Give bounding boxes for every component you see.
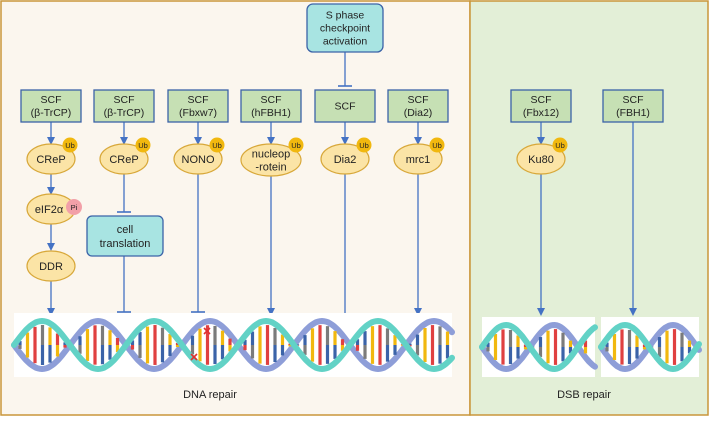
svg-text:Ub: Ub — [432, 141, 442, 150]
nodes: S phasecheckpointactivationSCF(β-TrCP)SC… — [20, 3, 664, 282]
dna-helix-main — [11, 313, 455, 377]
dsb-repair-label: DSB repair — [557, 389, 611, 401]
ubiquitin-tag: Ub — [429, 137, 445, 153]
dna-strand-b — [11, 317, 455, 373]
eif2a-node: eIF2α Pi — [26, 193, 82, 225]
scf-box-6: SCF(Dia2) — [387, 89, 449, 123]
dna-repair-label: DNA repair — [183, 389, 237, 401]
inhibit-checkpoint-to-scf — [338, 52, 352, 87]
substrate-3: NONO Ub — [173, 137, 225, 175]
substrate-4: nucleop-rotein Ub — [240, 137, 304, 177]
svg-text:Ub: Ub — [138, 141, 148, 150]
scf-box-text: (β-TrCP) — [31, 107, 72, 119]
cell-translation-text: cell — [117, 224, 134, 236]
scf-box-text: SCF — [41, 94, 62, 106]
cell-translation-text: translation — [100, 238, 151, 250]
scf-box-5: SCF — [314, 89, 376, 123]
checkpoint-text: checkpoint — [320, 23, 370, 35]
dna-strand-b — [479, 321, 598, 373]
dna-helix-dsb-left — [479, 317, 598, 377]
substrate-text: CReP — [36, 154, 65, 166]
scf-box-text: SCF — [188, 94, 209, 106]
substrate-text: nucleop — [252, 148, 291, 160]
scf-box-3: SCF(Fbxw7) — [167, 89, 229, 123]
substrate-text: NONO — [182, 154, 215, 166]
scf-box-text: SCF — [531, 94, 552, 106]
inhibit-nono-to-dna — [191, 174, 205, 313]
substrate-text: -rotein — [255, 161, 286, 173]
inhibit-crep-to-translation — [117, 174, 131, 213]
scf-box-text: (hFBH1) — [251, 107, 291, 119]
inhibit-translation-to-dna — [117, 256, 131, 313]
scf-box-4: SCF(hFBH1) — [240, 89, 302, 123]
svg-text:Ub: Ub — [291, 141, 301, 150]
ubiquitin-tag: Ub — [209, 137, 225, 153]
scf-box-text: SCF — [261, 94, 282, 106]
scf-box-text: (FBH1) — [616, 107, 650, 119]
phosphate-tag: Pi — [66, 199, 82, 215]
substrate-text: Ku80 — [528, 154, 554, 166]
scf-box-text: SCF — [114, 94, 135, 106]
scf-box-text: SCF — [623, 94, 644, 106]
ddr-label: DDR — [39, 261, 63, 273]
svg-text:Ub: Ub — [359, 141, 369, 150]
ubiquitin-tag: Ub — [356, 137, 372, 153]
substrate-text: Dia2 — [334, 154, 357, 166]
dna-strand-a — [479, 321, 598, 373]
scf-box-2: SCF(β-TrCP) — [93, 89, 155, 123]
ubiquitin-tag: Ub — [288, 137, 304, 153]
eif2a-label: eIF2α — [35, 204, 64, 216]
svg-text:Ub: Ub — [212, 141, 222, 150]
scf-box-text: SCF — [335, 101, 356, 113]
dna-damage-mark — [190, 353, 198, 361]
dna-strand-a — [11, 317, 455, 373]
ddr-node: DDR — [26, 250, 76, 282]
scf-box-text: SCF — [408, 94, 429, 106]
checkpoint-text: S phase — [326, 10, 365, 22]
svg-text:Ub: Ub — [555, 141, 565, 150]
scf-box-text: (Fbx12) — [523, 107, 559, 119]
substrate-text: mrc1 — [406, 154, 430, 166]
checkpoint-text: activation — [323, 36, 368, 48]
substrate-text: CReP — [109, 154, 138, 166]
ubiquitin-tag: Ub — [552, 137, 568, 153]
scf-box-text: (Dia2) — [404, 107, 433, 119]
ubiquitin-tag: Ub — [135, 137, 151, 153]
ubiquitin-tag: Ub — [62, 137, 78, 153]
connectors — [47, 52, 637, 317]
scf-box-text: (Fbxw7) — [179, 107, 217, 119]
svg-text:Pi: Pi — [71, 203, 78, 212]
scf-box-1: SCF(β-TrCP) — [20, 89, 82, 123]
svg-text:Ub: Ub — [65, 141, 75, 150]
dna-strand-b — [598, 321, 702, 373]
scf-box-7: SCF(Fbx12) — [510, 89, 572, 123]
scf-box-text: (β-TrCP) — [104, 107, 145, 119]
cell-translation-box: cell translation — [86, 215, 164, 257]
dna-damage-mark — [203, 327, 211, 335]
dna-helix-dsb-right — [598, 317, 702, 377]
scf-box-8: SCF(FBH1) — [602, 89, 664, 123]
